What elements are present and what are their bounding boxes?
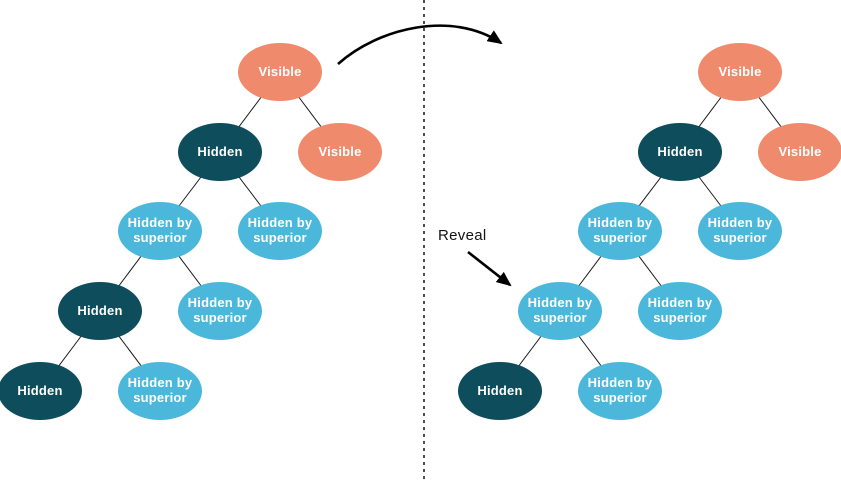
node-label: Hidden <box>657 143 703 159</box>
tree-node-hidden: Hidden <box>178 123 262 181</box>
tree-node-revealed-hidden-by-superior: Hidden by superior <box>518 282 602 340</box>
node-label: Visible <box>258 63 302 79</box>
node-label: Hidden by superior <box>247 215 313 245</box>
node-label: Hidden by superior <box>647 295 713 325</box>
node-label: Hidden by superior <box>527 295 593 325</box>
tree-node-visible: Visible <box>238 43 322 101</box>
tree-node-hidden: Hidden <box>58 282 142 340</box>
node-label: Visible <box>718 63 762 79</box>
node-label: Visible <box>318 143 362 159</box>
tree-node-hidden: Hidden <box>0 362 82 420</box>
tree-node-hidden-by-superior: Hidden by superior <box>698 202 782 260</box>
node-label: Hidden <box>477 382 523 398</box>
tree-node-hidden-by-superior: Hidden by superior <box>118 362 202 420</box>
tree-node-hidden: Hidden <box>638 123 722 181</box>
node-label: Hidden by superior <box>587 375 653 405</box>
tree-node-hidden-by-superior: Hidden by superior <box>638 282 722 340</box>
transform-arrow <box>337 24 503 65</box>
tree-node-hidden-by-superior: Hidden by superior <box>578 362 662 420</box>
node-label: Visible <box>778 143 822 159</box>
node-label: Hidden by superior <box>187 295 253 325</box>
tree-node-hidden-by-superior: Hidden by superior <box>578 202 662 260</box>
node-label: Hidden by superior <box>707 215 773 245</box>
tree-node-visible: Visible <box>298 123 382 181</box>
tree-node-visible: Visible <box>758 123 841 181</box>
tree-node-hidden-by-superior: Hidden by superior <box>118 202 202 260</box>
tree-node-hidden-by-superior: Hidden by superior <box>178 282 262 340</box>
node-label: Hidden <box>197 143 243 159</box>
node-label: Hidden <box>77 302 123 318</box>
node-label: Hidden by superior <box>127 215 193 245</box>
tree-node-hidden-by-superior: Hidden by superior <box>238 202 322 260</box>
node-label: Hidden by superior <box>127 375 193 405</box>
tree-node-visible: Visible <box>698 43 782 101</box>
reveal-arrow <box>467 250 512 287</box>
reveal-label: Reveal <box>438 227 487 244</box>
node-label: Hidden <box>17 382 63 398</box>
tree-node-hidden: Hidden <box>458 362 542 420</box>
node-label: Hidden by superior <box>587 215 653 245</box>
